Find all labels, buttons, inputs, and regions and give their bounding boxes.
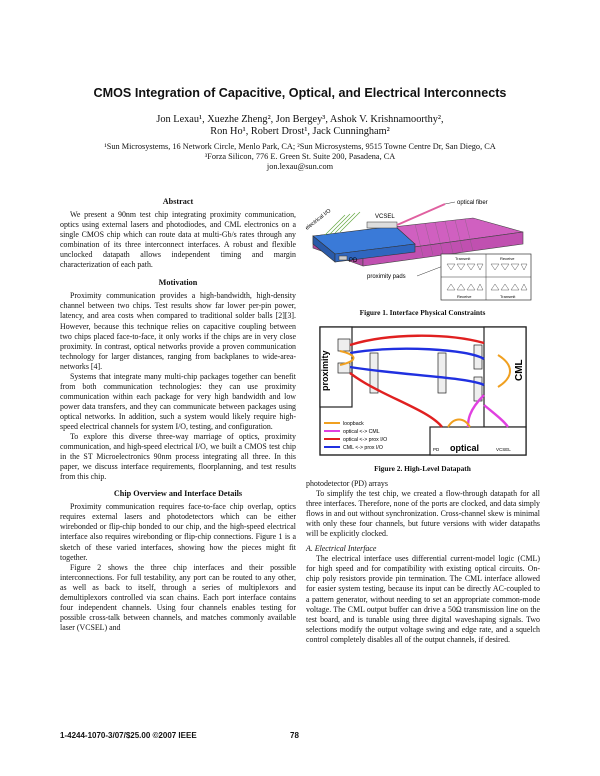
electrical-interface-paragraph: The electrical interface uses differenti… [306,554,540,644]
label-transmit-bottom: Transmit [500,294,516,299]
legend-optical-prox: optical <-> prox I/O [343,437,387,443]
label-cml: CML [514,359,525,381]
page-number: 78 [290,731,299,740]
figure-1: optical fiber VCSEL electrical I/O PD pr… [305,196,540,306]
legend-loopback: loopback [343,421,364,427]
affiliations: ¹Sun Microsystems, 16 Network Circle, Me… [0,142,600,172]
abstract-heading: Abstract [162,197,194,206]
label-receive-top: Receive [500,256,515,261]
electrical-interface-heading: A. Electrical Interface [306,544,377,554]
overview-heading: Chip Overview and Interface Details [113,489,243,499]
figure-1-caption: Figure 1. Interface Physical Constraints [359,308,486,317]
motivation-heading: Motivation [158,278,198,288]
right-paragraph-datapath: To simplify the test chip, we created a … [306,489,540,539]
label-pd: PD [349,258,358,264]
authors-line-2: Ron Ho¹, Robert Drost¹, Jack Cunningham² [210,125,390,137]
legend-optical-cml: optical <-> CML [343,429,380,435]
label-optical: optical [450,443,479,453]
footer-copyright: 1-4244-1070-3/07/$25.00 ©2007 IEEE [60,731,197,740]
label-pd-fig2: PD [433,447,440,452]
label-receive-bottom: Receive [457,294,472,299]
motivation-paragraph-2: Systems that integrate many multi-chip p… [60,371,296,431]
left-column: Abstract We present a 90nm test chip int… [60,197,296,633]
affiliation-line-2: ³Forza Silicon, 776 E. Green St. Suite 2… [204,152,396,161]
overview-paragraph-1: Proximity communication requires face-to… [60,502,296,562]
legend-cml-prox: CML <-> prox I/O [343,445,383,451]
motivation-paragraph-1: Proximity communication provides a high-… [60,291,296,371]
figure-1-sketch: optical fiber VCSEL electrical I/O PD pr… [305,200,532,301]
paper-title: CMOS Integration of Capacitive, Optical,… [93,86,507,100]
right-paragraph-continued: photodetector (PD) arrays [306,479,388,488]
label-proximity: proximity [320,350,330,391]
figure-2-datapath: proximity CML optical PD VCSEL loopback … [319,326,527,456]
label-proximity-pads: proximity pads [367,274,406,280]
author-list: Jon Lexau¹, Xuezhe Zheng², Jon Bergey³, … [0,114,600,137]
abstract-text: We present a 90nm test chip integrating … [60,210,296,270]
motivation-paragraph-3: To explore this diverse three-way marria… [60,432,296,482]
label-optical-fiber: optical fiber [457,200,488,206]
label-vcsel: VCSEL [375,214,395,220]
overview-paragraph-2: Figure 2 shows the three chip interfaces… [60,562,296,632]
label-transmit-top: Transmit [455,256,471,261]
figure-2-legend: loopback optical <-> CML optical <-> pro… [324,421,387,451]
figure-2: proximity CML optical PD VCSEL loopback … [318,325,530,475]
figure-2-caption: Figure 2. High-Level Datapath [374,464,471,473]
authors-line-1: Jon Lexau¹, Xuezhe Zheng², Jon Bergey³, … [156,114,444,125]
label-electrical-io: electrical I/O [305,208,333,232]
contact-email: jon.lexau@sun.com [266,162,334,171]
affiliation-line-1: ¹Sun Microsystems, 16 Network Circle, Me… [104,142,496,151]
label-vcsel-fig2: VCSEL [496,447,511,452]
right-column: photodetector (PD) arrays To simplify th… [306,479,540,645]
